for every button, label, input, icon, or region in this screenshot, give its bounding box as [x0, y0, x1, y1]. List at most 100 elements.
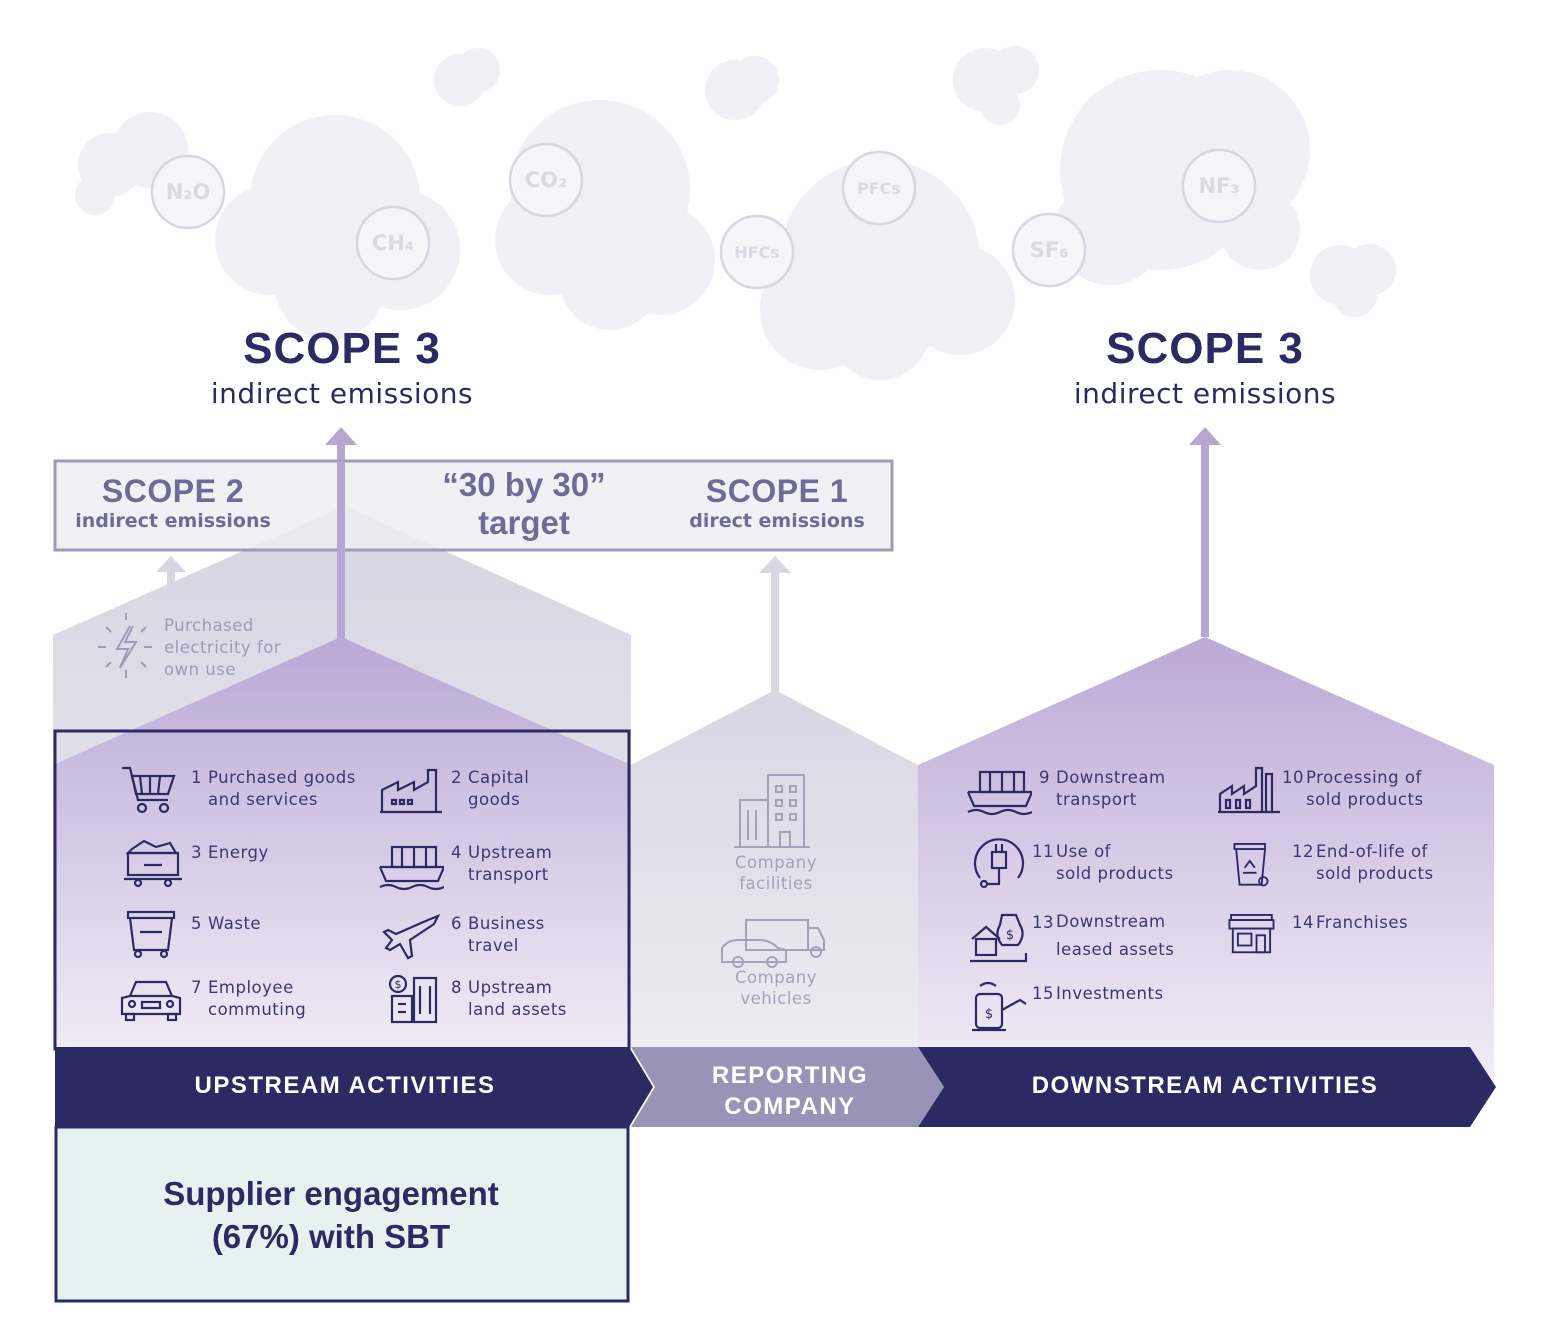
gas-bubble — [719, 214, 795, 290]
reporting-house — [631, 690, 918, 1047]
supplier-line1: Supplier engagement — [163, 1175, 499, 1212]
category-4: 4 Upstream transport — [378, 839, 552, 895]
scope3-right-arrow — [1189, 427, 1221, 637]
category-6: 6 Business travel — [378, 910, 545, 966]
target-line2: target — [478, 504, 570, 541]
svg-text:$: $ — [395, 978, 402, 991]
scope3-left-subtitle: indirect emissions — [210, 377, 474, 410]
category-label: Downstream transport — [1056, 768, 1166, 809]
scope1-subtitle: direct emissions — [689, 510, 865, 532]
category-label: Downstream leased assets — [1056, 912, 1175, 959]
scope1-arrow — [759, 556, 791, 692]
reporting-label-line2: COMPANY — [724, 1093, 856, 1120]
upstream-house — [53, 637, 631, 1047]
company-facilities-label: Company facilities — [735, 853, 817, 893]
svg-text:$: $ — [985, 1007, 993, 1022]
gas-bubble — [355, 205, 431, 281]
category-label: Business travel — [468, 914, 545, 955]
gas-pfcs: PFCs — [857, 179, 901, 198]
storefront-icon — [1228, 914, 1275, 954]
category-9: 9 Downstream transport — [966, 764, 1166, 820]
scope3-right-heading: SCOPE 3 indirect emissions — [1005, 322, 1405, 412]
scope2-arrow — [156, 556, 186, 592]
gas-bubble — [1011, 212, 1087, 288]
gas-nf3: NF₃ — [1198, 174, 1239, 198]
gas-bubble — [1181, 148, 1257, 224]
cargo-ship-icon — [966, 770, 1032, 816]
scope3-right-subtitle: indirect emissions — [1073, 377, 1337, 410]
category-7: 7 Employee commuting — [118, 974, 306, 1030]
scope3-right-title: SCOPE 3 — [1106, 324, 1304, 373]
gas-bubble — [508, 142, 584, 218]
category-number: 5 — [191, 914, 202, 933]
category-number: 15 — [1032, 984, 1054, 1003]
supplier-engagement-text: Supplier engagement (67%) with SBT — [56, 1172, 606, 1258]
car-icon — [120, 980, 182, 1022]
upstream-band — [55, 1047, 653, 1127]
category-number: 9 — [1039, 768, 1050, 787]
category-label: Purchased goods and services — [208, 768, 356, 809]
gas-co2: CO₂ — [525, 168, 567, 192]
gas-labels: N₂O CO₂ CH₄ HFCs PFCs SF₆ NF₃ — [166, 168, 1240, 262]
gas-bubble — [841, 150, 917, 226]
target-heading: “30 by 30” target — [400, 466, 648, 542]
scope2-title: SCOPE 2 — [101, 473, 245, 509]
scope3-left-title: SCOPE 3 — [243, 324, 441, 373]
downstream-activities-label: DOWNSTREAM ACTIVITIES — [1031, 1072, 1379, 1099]
company-vehicles-label: Company vehicles — [735, 968, 817, 1008]
category-1: 1 Purchased goods and services — [118, 764, 356, 820]
scope2-subtitle: indirect emissions — [75, 510, 271, 532]
category-5: 5 Waste — [118, 910, 261, 966]
category-number: 1 — [191, 768, 202, 787]
supplier-line2: (67%) with SBT — [211, 1218, 451, 1255]
downstream-band — [918, 1047, 1496, 1127]
scope1-title: SCOPE 1 — [705, 473, 849, 509]
category-number: 7 — [191, 978, 202, 997]
building-dollar-icon: $ — [388, 974, 438, 1024]
cloud-group — [75, 46, 1396, 380]
reporting-company-label: REPORTING COMPANY — [650, 1060, 930, 1122]
category-label: Upstream land assets — [468, 978, 567, 1019]
target-line1: “30 by 30” — [442, 466, 606, 503]
scope-1-2-box — [53, 459, 894, 552]
gas-bubble — [150, 154, 226, 230]
category-number: 10 — [1282, 768, 1304, 787]
gas-ch4: CH₄ — [372, 231, 414, 255]
upstream-activities-label: UPSTREAM ACTIVITIES — [194, 1072, 496, 1099]
category-number: 4 — [451, 843, 462, 862]
category-number: 6 — [451, 914, 462, 933]
scope2-heading: SCOPE 2 indirect emissions — [60, 472, 286, 532]
airplane-icon — [382, 913, 441, 960]
recycle-bin-icon — [1233, 843, 1269, 887]
category-label: End-of-life of sold products — [1316, 842, 1434, 883]
supplier-box — [54, 1125, 630, 1303]
category-label: Employee commuting — [208, 978, 307, 1019]
category-label: Franchises — [1316, 913, 1409, 932]
category-label: Upstream transport — [468, 843, 553, 884]
category-label: Waste — [208, 914, 262, 933]
downstream-house — [918, 637, 1494, 1080]
scope3-left-heading: SCOPE 3 indirect emissions — [142, 322, 542, 412]
plug-icon — [973, 838, 1025, 889]
category-label: Use of sold products — [1056, 842, 1174, 883]
house-money-icon: $ — [970, 913, 1028, 963]
scope1-heading: SCOPE 1 direct emissions — [662, 472, 892, 532]
gas-n2o: N₂O — [166, 180, 211, 204]
gas-sf6: SF₆ — [1030, 238, 1069, 262]
category-number: 2 — [451, 768, 462, 787]
lightning-icon — [98, 613, 152, 678]
building-icon — [734, 774, 810, 848]
coal-cart-icon — [124, 839, 182, 888]
category-number: 13 — [1032, 913, 1054, 932]
gas-hfcs: HFCs — [734, 243, 780, 262]
shopping-cart-icon — [122, 766, 176, 814]
